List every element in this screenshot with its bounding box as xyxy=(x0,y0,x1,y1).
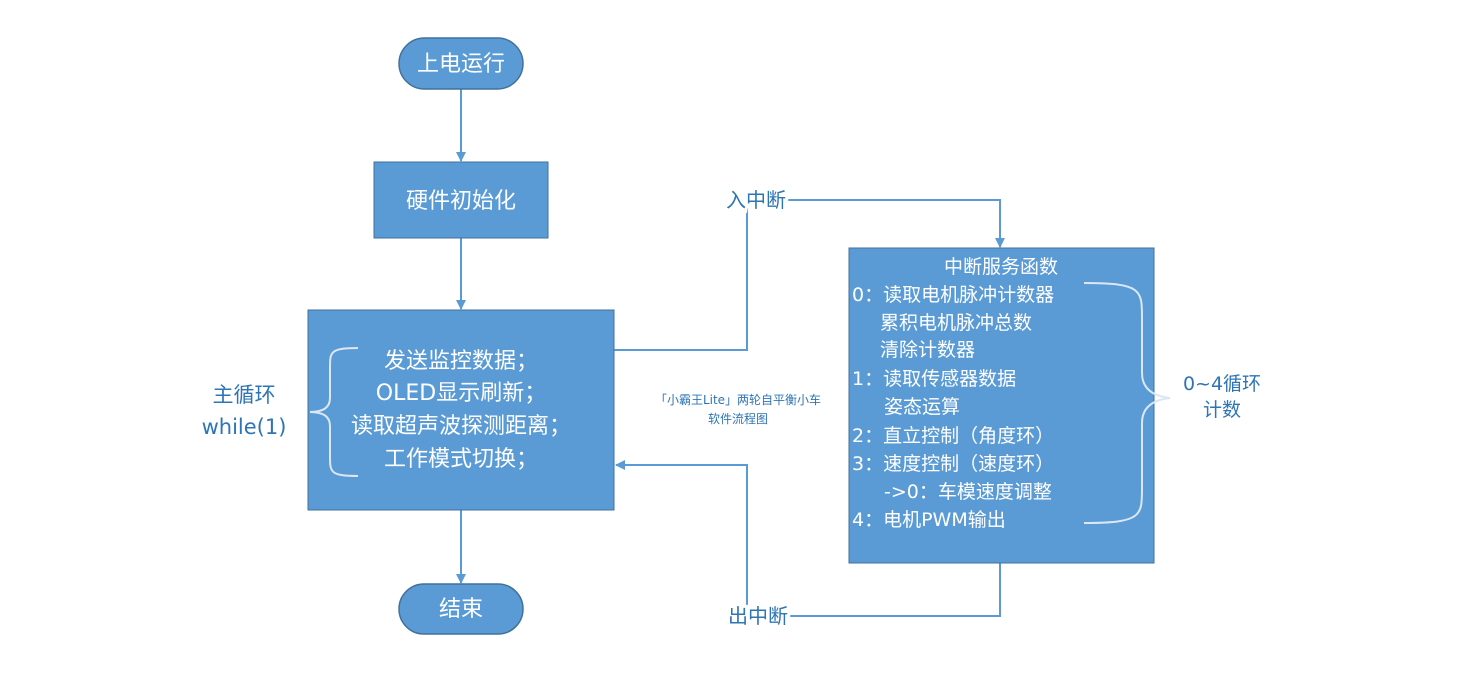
start-node-label: 上电运行 xyxy=(417,52,505,77)
main-loop-label-line1: 主循环 xyxy=(213,383,276,407)
cycle-count-label-line2: 计数 xyxy=(1203,399,1241,421)
main-loop-line: OLED显示刷新； xyxy=(376,381,546,406)
cycle-count-label-line1: 0~4循环 xyxy=(1183,373,1261,395)
isr-line: ->0：车模速度调整 xyxy=(884,481,1052,503)
main-loop-node: 发送监控数据； OLED显示刷新； 读取超声波探测距离； 工作模式切换； xyxy=(307,309,615,511)
isr-line: 清除计数器 xyxy=(880,339,975,361)
main-loop-brace xyxy=(309,347,359,477)
arrow-exit-interrupt xyxy=(615,460,1001,617)
end-node-label: 结束 xyxy=(439,597,483,622)
enter-interrupt-label: 入中断 xyxy=(726,188,786,212)
init-node: 硬件初始化 xyxy=(373,161,549,239)
isr-node: 中断服务函数 0：读取电机脉冲计数器 累积电机脉冲总数 清除计数器 1：读取传感… xyxy=(848,247,1155,564)
isr-title: 中断服务函数 xyxy=(944,256,1058,278)
isr-line: 3：速度控制（速度环） xyxy=(852,453,1054,475)
end-node: 结束 xyxy=(398,583,524,635)
isr-line: 累积电机脉冲总数 xyxy=(880,312,1032,334)
isr-line: 姿态运算 xyxy=(884,396,960,418)
start-node: 上电运行 xyxy=(398,37,524,90)
main-loop-line: 工作模式切换； xyxy=(384,447,538,472)
diagram-caption-line2: 软件流程图 xyxy=(708,411,768,426)
main-loop-line: 读取超声波探测距离； xyxy=(351,414,571,439)
connectors xyxy=(456,89,1005,617)
arrow-enter-interrupt xyxy=(614,199,1005,351)
main-loop-line: 发送监控数据； xyxy=(384,349,538,374)
diagram-caption-line1: 「小霸王Lite」两轮自平衡小车 xyxy=(655,392,821,407)
exit-interrupt-label: 出中断 xyxy=(728,604,788,628)
main-loop-label-line2: while(1) xyxy=(202,415,287,439)
isr-line: 0：读取电机脉冲计数器 xyxy=(852,284,1054,306)
isr-cycle-brace xyxy=(1083,282,1171,524)
isr-line: 1：读取传感器数据 xyxy=(852,368,1016,390)
init-node-label: 硬件初始化 xyxy=(406,189,516,214)
isr-line: 4：电机PWM输出 xyxy=(852,509,1006,531)
isr-line: 2：直立控制（角度环） xyxy=(852,425,1054,447)
